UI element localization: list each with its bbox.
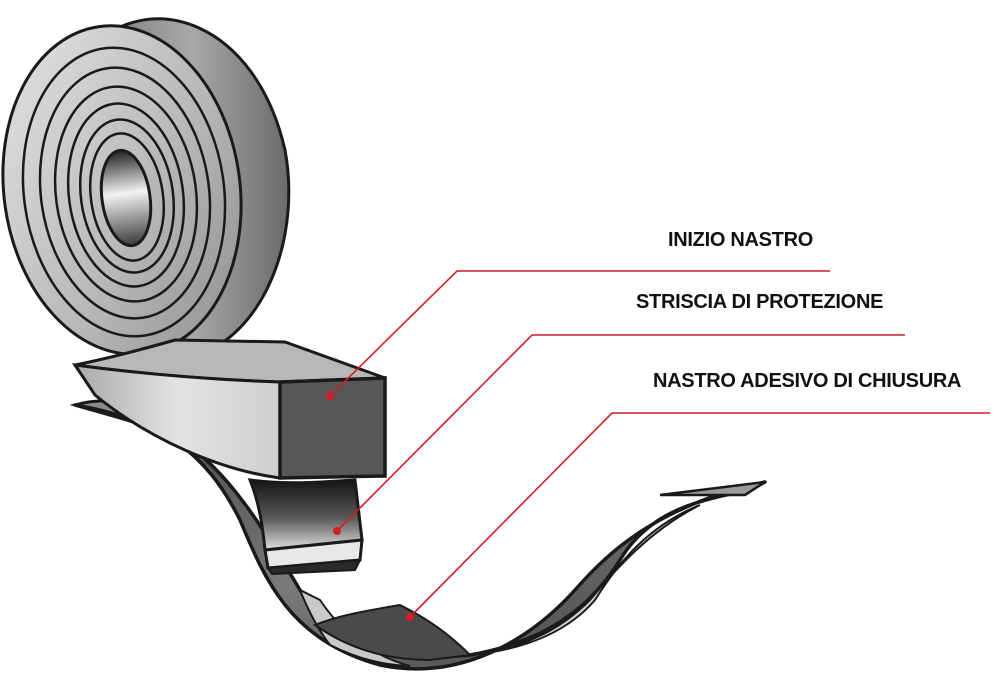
label-nastro-adesivo: NASTRO ADESIVO DI CHIUSURA	[653, 370, 961, 392]
leader-line-inizio	[329, 270, 830, 397]
callout-nastro-adesivo: NASTRO ADESIVO DI CHIUSURA	[406, 370, 990, 621]
roll-windings	[21, 46, 227, 338]
leader-dot-inizio	[326, 392, 334, 400]
foam-strip	[71, 338, 387, 480]
liner-face	[247, 478, 364, 552]
strip-side-face	[71, 363, 282, 480]
callout-inizio-nastro: INIZIO NASTRO	[326, 229, 830, 400]
leader-dot-striscia	[333, 527, 341, 535]
leader-dot-adesivo	[406, 613, 414, 621]
label-inizio-nastro: INIZIO NASTRO	[668, 229, 813, 251]
tape-roll	[1, 17, 291, 356]
leader-line-adesivo	[409, 412, 990, 618]
tape-light-panel-right	[469, 504, 701, 656]
roll-core	[99, 148, 153, 248]
protection-liner	[247, 478, 364, 576]
liner-bottom	[266, 558, 362, 576]
tape-dark-section	[312, 603, 473, 662]
label-striscia-protezione: STRISCIA DI PROTEZIONE	[636, 291, 883, 313]
tape-end	[659, 480, 766, 497]
leader-line-striscia	[336, 334, 905, 532]
callout-striscia-protezione: STRISCIA DI PROTEZIONE	[333, 291, 905, 535]
strip-cut-end	[278, 376, 387, 480]
